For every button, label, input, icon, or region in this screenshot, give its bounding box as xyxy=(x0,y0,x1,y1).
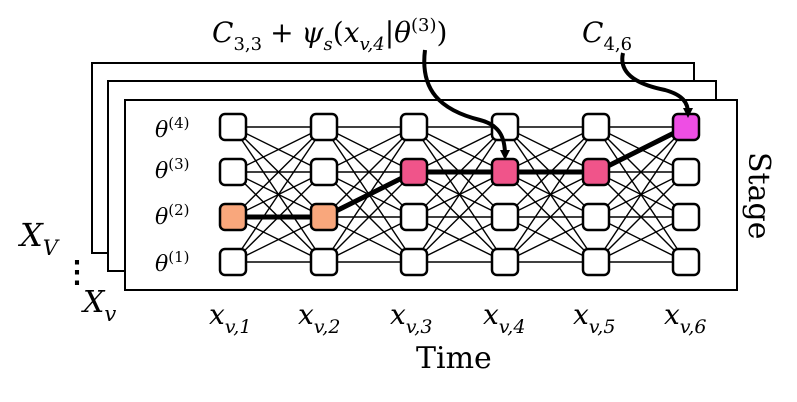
node-t6-s4 xyxy=(671,112,701,142)
node-t1-s2 xyxy=(218,202,248,232)
trellis-edge xyxy=(323,126,415,173)
time-labels: xv,1 xv,2 xv,3 xv,4 xv,5 xv,6 xyxy=(209,298,706,338)
trellis-edge xyxy=(413,126,506,263)
node-t2-s1 xyxy=(309,247,339,277)
optimal-path-edge xyxy=(594,124,688,175)
optimal-path xyxy=(233,124,688,220)
trellis-edge xyxy=(595,126,687,263)
node-t2-s3 xyxy=(309,157,339,187)
trellis-edge xyxy=(232,126,325,218)
theta-label-3: θ(3) xyxy=(155,155,190,184)
node-t2-s2 xyxy=(309,202,339,232)
node-t5-s2 xyxy=(581,202,611,232)
node-t3-s3 xyxy=(399,157,429,187)
trellis-edge xyxy=(413,216,506,263)
node-t6-s1 xyxy=(671,247,701,277)
node-t5-s4 xyxy=(581,112,611,142)
time-label-6: xv,6 xyxy=(664,298,706,338)
node-t2-s4 xyxy=(309,112,339,142)
node-t4-s1 xyxy=(490,247,520,277)
arrow-to-x6-theta4 xyxy=(620,52,693,118)
trellis-edge xyxy=(504,126,597,263)
trellis-edge xyxy=(413,171,506,263)
trellis-edge xyxy=(595,126,687,218)
trellis-edge xyxy=(504,216,597,263)
trellis-edge xyxy=(413,126,506,173)
XV-label: XV xyxy=(17,216,60,260)
trellis-edge xyxy=(504,171,597,263)
ellipsis-dots: ⋮ xyxy=(62,255,92,290)
trellis-edge xyxy=(323,171,415,263)
cost-label-right: C4,6 xyxy=(582,16,632,55)
node-t4-s3 xyxy=(490,157,520,187)
node-t1-s3 xyxy=(218,157,248,187)
trellis-nodes xyxy=(218,112,701,277)
theta-label-4: θ(4) xyxy=(155,114,190,143)
theta-label-1: θ(1) xyxy=(155,248,190,277)
trellis-edge xyxy=(232,126,325,173)
time-axis-label: Time xyxy=(416,341,492,376)
trellis-edge xyxy=(323,126,415,218)
arrow-to-x4-theta3 xyxy=(422,49,510,160)
node-t1-s1 xyxy=(218,247,248,277)
trellis-edge xyxy=(595,171,687,263)
node-t4-s2 xyxy=(490,202,520,232)
node-t6-s3 xyxy=(671,157,701,187)
stage-axis-label: Stage xyxy=(741,152,776,239)
trellis-edge xyxy=(504,126,597,173)
trellis-edge xyxy=(232,216,325,263)
trellis-edge xyxy=(595,216,687,263)
node-t1-s4 xyxy=(218,112,248,142)
trellis-edge xyxy=(232,126,325,263)
node-t3-s2 xyxy=(399,202,429,232)
node-t5-s1 xyxy=(581,247,611,277)
node-t3-s4 xyxy=(399,112,429,142)
time-label-4: xv,4 xyxy=(483,298,525,338)
node-t6-s2 xyxy=(671,202,701,232)
time-label-1: xv,1 xyxy=(209,298,251,338)
node-t3-s1 xyxy=(399,247,429,277)
time-label-2: xv,2 xyxy=(298,298,340,338)
time-label-5: xv,5 xyxy=(573,298,615,338)
theta-label-2: θ(2) xyxy=(155,201,190,230)
stage-labels: θ(4) θ(3) θ(2) θ(1) xyxy=(155,114,190,277)
optimal-path-edge xyxy=(322,169,416,220)
Xv-label: Xv xyxy=(81,285,116,326)
node-t5-s3 xyxy=(581,157,611,187)
trellis-edge xyxy=(323,216,415,263)
time-label-3: xv,3 xyxy=(390,298,432,338)
cost-formula-top: C3,3+ψs(xv,4|θ(3)) xyxy=(212,15,447,55)
